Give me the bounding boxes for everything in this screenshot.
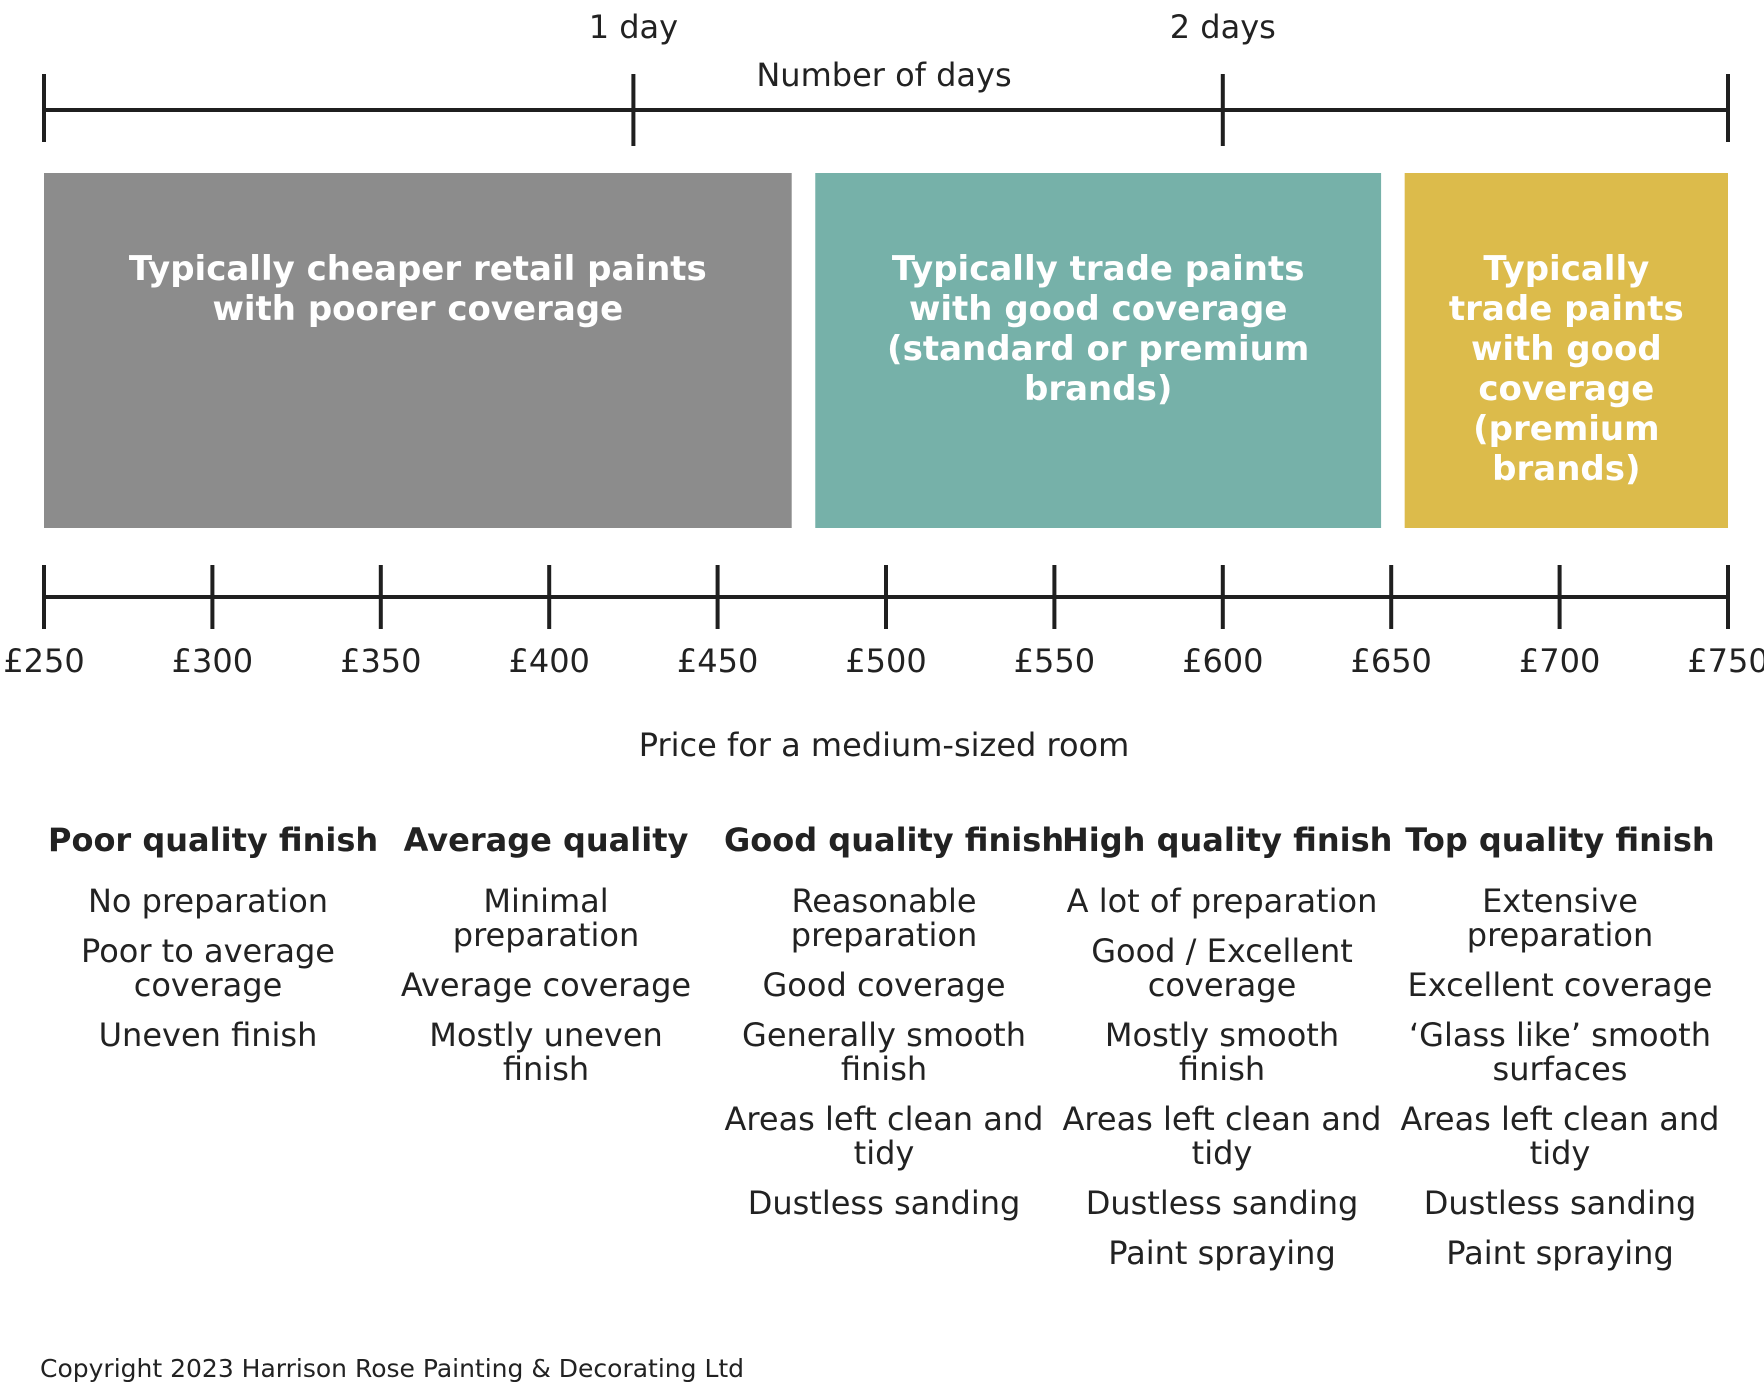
price-band [815,173,1382,528]
price-band-label: Typically cheaper retail paints with poo… [128,249,707,329]
quality-feature: Average coverage [400,966,692,1004]
price-tick-label: £550 [1013,642,1096,680]
quality-column-title: Average quality [403,821,689,859]
quality-feature: Generally smooth finish [742,1016,1026,1088]
price-tick-label: £250 [3,642,85,680]
quality-feature: Good / Excellent coverage [1091,932,1353,1004]
quality-feature: ‘Glass like’ smooth surfaces [1408,1016,1711,1088]
quality-feature: Excellent coverage [1407,966,1713,1004]
quality-feature: Dustless sanding [747,1184,1021,1222]
quality-feature: Mostly uneven finish [429,1016,663,1088]
price-band-label: Typically trade paints with good coverag… [887,249,1310,409]
quality-feature: Mostly smooth finish [1104,1016,1340,1088]
quality-feature: Dustless sanding [1085,1184,1359,1222]
price-band [1404,173,1728,528]
price-tick-label: £450 [676,642,759,680]
quality-feature: Paint spraying [1108,1234,1336,1272]
price-band [44,173,792,528]
quality-feature: Areas left clean and tidy [724,1100,1044,1172]
price-tick-label: £750 [1687,642,1764,680]
quality-feature: Paint spraying [1446,1234,1674,1272]
quality-feature: Good coverage [762,966,1006,1004]
quality-feature: A lot of preparation [1066,882,1378,920]
quality-feature: Reasonable preparation [790,882,978,954]
quality-column-title: High quality finish [1062,821,1393,859]
quality-feature: Minimal preparation [452,882,640,954]
price-tick-label: £400 [508,642,590,680]
price-tick-label: £500 [845,642,927,680]
quality-column-title: Poor quality finish [48,821,379,859]
price-band-label: Typically trade paints with good coverag… [1448,249,1684,489]
price-axis-title: Price for a medium-sized room [638,726,1130,764]
price-tick-label: £700 [1518,642,1601,680]
price-tick-label: £650 [1350,642,1432,680]
day-label: 2 days [1169,8,1276,46]
quality-feature: Uneven finish [98,1016,318,1054]
price-tick-label: £350 [340,642,422,680]
days-axis-title: Number of days [756,56,1012,94]
quality-feature: No preparation [87,882,329,920]
price-tick-label: £600 [1182,642,1264,680]
quality-feature: Areas left clean and tidy [1062,1100,1382,1172]
quality-feature: Areas left clean and tidy [1400,1100,1720,1172]
quality-feature: Dustless sanding [1423,1184,1697,1222]
day-label: 1 day [588,8,679,46]
price-tick-label: £300 [171,642,254,680]
quality-feature: Extensive preparation [1466,882,1654,954]
quality-column-title: Top quality finish [1405,821,1715,859]
copyright-text: Copyright 2023 Harrison Rose Painting & … [40,1354,745,1383]
quality-feature: Poor to average coverage [81,932,335,1004]
quality-column-title: Good quality finish [724,821,1065,859]
